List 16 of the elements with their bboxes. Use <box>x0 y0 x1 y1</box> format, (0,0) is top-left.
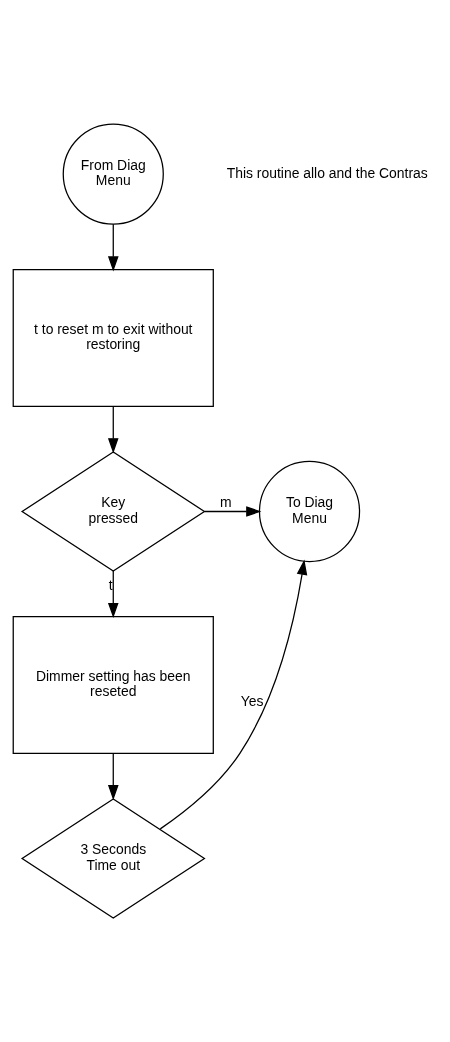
node-diamond: 3 Seconds Time out <box>20 798 206 919</box>
edge-label: t <box>108 576 113 593</box>
node-circle: From Diag Menu <box>62 123 164 225</box>
arrow <box>107 570 119 619</box>
arrow <box>107 223 119 272</box>
node-circle: To Diag Menu <box>258 460 361 563</box>
arrow <box>107 753 119 801</box>
arrow <box>203 506 262 517</box>
edge-label: Yes <box>240 692 264 709</box>
node-box: Dimmer setting has been reseted <box>12 615 214 754</box>
arrow <box>107 406 119 454</box>
node-diamond: Key pressed <box>20 451 206 572</box>
label: This routine allo and the Contras <box>226 164 428 181</box>
edge-label: m <box>219 494 232 511</box>
arrow <box>159 559 308 830</box>
node-box: t to reset m to exit without restoring <box>12 269 214 408</box>
